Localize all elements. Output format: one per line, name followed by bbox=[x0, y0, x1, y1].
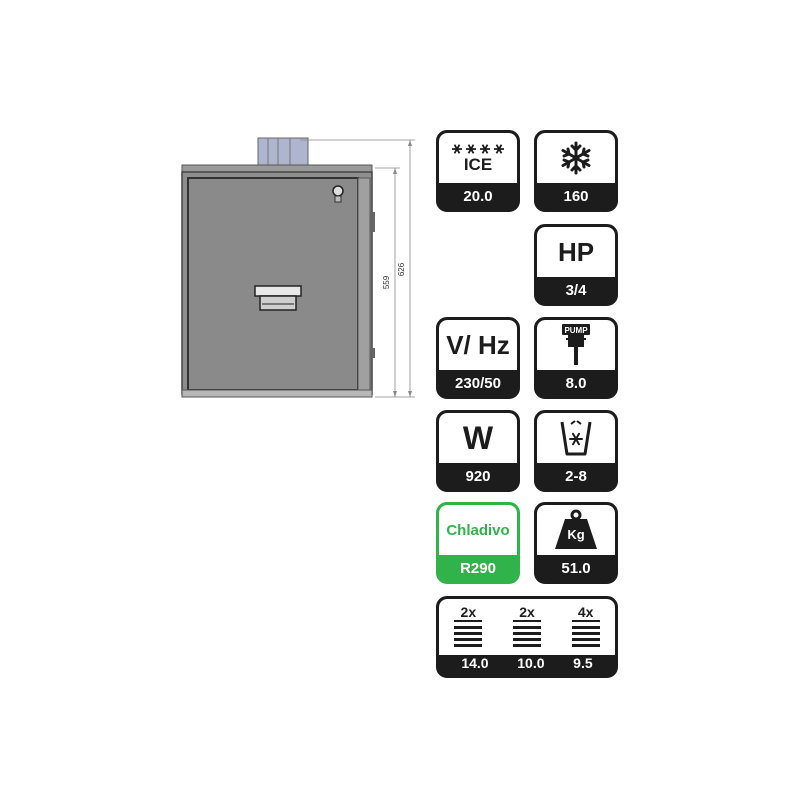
dimension-height-total: 626 bbox=[397, 262, 407, 277]
coil-icon bbox=[512, 620, 541, 647]
horsepower-tile: HP 3/4 bbox=[534, 224, 618, 306]
dimension-height-inner: 559 bbox=[382, 275, 392, 290]
coil-icon bbox=[571, 620, 600, 647]
coil-multiplier: 4x bbox=[577, 604, 594, 620]
refrigerant-label: Chladivo bbox=[446, 521, 510, 539]
ice-value: 20.0 bbox=[463, 187, 493, 205]
power-value: 920 bbox=[465, 467, 491, 485]
coil-item: 4x bbox=[569, 605, 603, 649]
weight-value: 51.0 bbox=[561, 559, 591, 577]
coil-value: 14.0 bbox=[461, 655, 489, 671]
four-snowflakes-icon bbox=[452, 144, 504, 154]
cube-size-value: 2-8 bbox=[565, 467, 587, 485]
pump-icon: PUMP bbox=[562, 324, 590, 365]
coil-item: 2x bbox=[451, 605, 485, 649]
coils-tile: 2x 2x 4x 14.0 bbox=[436, 596, 618, 678]
coil-multiplier: 2x bbox=[519, 604, 535, 620]
voltage-label: V/ Hz bbox=[446, 330, 510, 360]
hp-label: HP bbox=[557, 237, 595, 267]
coil-item: 2x bbox=[510, 605, 544, 649]
machine-drawing: 559 626 bbox=[0, 0, 430, 430]
coil-icon bbox=[454, 620, 483, 647]
cube-size-tile: 2-8 bbox=[534, 410, 618, 492]
coil-multiplier: 2x bbox=[460, 604, 477, 620]
voltage-tile: V/ Hz 230/50 bbox=[436, 317, 520, 399]
pump-value: 8.0 bbox=[565, 374, 587, 392]
pump-icon-text: PUMP bbox=[564, 326, 588, 335]
refrigerant-value: R290 bbox=[460, 559, 496, 577]
coil-value: 10.0 bbox=[517, 655, 545, 671]
storage-capacity-tile: 160 bbox=[534, 130, 618, 212]
weight-icon: Kg bbox=[555, 509, 597, 549]
weight-tile: Kg 51.0 bbox=[534, 502, 618, 584]
ice-production-tile: ICE 20.0 bbox=[436, 130, 520, 212]
snowflake-icon bbox=[561, 141, 591, 175]
power-tile: W 920 bbox=[436, 410, 520, 492]
pump-tile: PUMP 8.0 bbox=[534, 317, 618, 399]
refrigerant-tile: Chladivo R290 bbox=[436, 502, 520, 584]
voltage-value: 230/50 bbox=[455, 374, 501, 392]
coil-value: 9.5 bbox=[573, 655, 593, 671]
storage-value: 160 bbox=[563, 187, 589, 205]
ice-label: ICE bbox=[463, 155, 493, 174]
hp-value: 3/4 bbox=[565, 281, 587, 299]
cup-with-ice-icon bbox=[560, 420, 592, 456]
weight-icon-text: Kg bbox=[567, 527, 584, 542]
power-label: W bbox=[462, 420, 494, 456]
machine-front-view bbox=[181, 137, 415, 398]
